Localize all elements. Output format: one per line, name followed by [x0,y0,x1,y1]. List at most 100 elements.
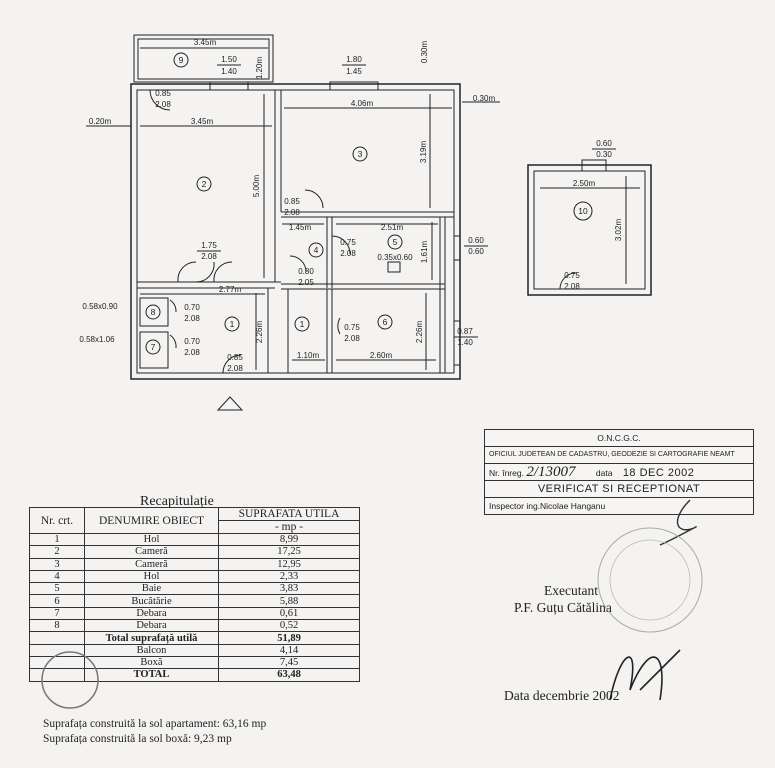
cell-area: 8,99 [218,532,360,547]
boxa-label: Boxă [84,655,219,670]
dim-label: 0.60 [468,247,484,256]
dim-label: 2.08 [340,249,356,258]
dim-label: 2.50m [573,179,596,188]
dim-label: 2.05 [298,278,314,287]
dim-label: 0.30m [420,41,429,64]
dim-label: 1.61m [420,241,429,264]
cell-area: 2,33 [218,569,360,584]
total-util-value: 51,89 [218,631,360,645]
stamp-nr-row: Nr. înreg. 2/13007 data 18 DEC 2002 [485,464,753,481]
dim-label: 3.45m [191,117,214,126]
dim-label: 4.06m [351,99,374,108]
dim-label: 1.10m [297,351,320,360]
executant-date: Data decembrie 2002 [504,688,620,703]
dim-label: 3.19m [419,141,428,164]
cell-nr: 5 [29,582,85,596]
dim-label: 2.08 [564,282,580,291]
dim-label: 0.80 [298,267,314,276]
dim-label: 2.08 [344,334,360,343]
boxa-value: 7,45 [218,655,360,670]
dim-label: 2.08 [184,314,200,323]
dim-label: 2.60m [370,351,393,360]
dim-label: 1.50 [221,55,237,64]
executant-label: Executant [544,583,598,598]
dim-label: 2.08 [284,208,300,217]
cell-name: Debara [84,619,219,633]
dim-label: 0.20m [89,117,112,126]
room-label-1a: 1 [230,319,235,329]
header-name: DENUMIRE OBIECT [84,507,219,534]
total-value: 63,48 [218,668,360,682]
dim-label: 5.00m [252,175,261,198]
recap-title: Recapitulație [140,494,214,509]
room-label-5: 5 [393,237,398,247]
stamp-date-value: 18 DEC 2002 [622,467,695,479]
floor-plan: 9 2 3 4 5 1 1 6 7 8 10 3.45m 1.50 1.40 1… [79,34,652,411]
stamp-office: OFICIUL JUDETEAN DE CADASTRU, GEODEZIE S… [485,447,753,464]
dim-label: 0.30m [473,94,496,103]
stamp-verified: VERIFICAT SI RECEPTIONAT [485,481,753,498]
recap-table: Nr. crt. DENUMIRE OBIECT SUPRAFATA UTILA… [29,507,360,682]
apartment-outer-wall [130,83,461,380]
corner-stamp [41,651,99,709]
dim-label: 0.35x0.60 [377,253,413,262]
balcony-outline [133,34,274,83]
dim-label: 2.77m [219,285,242,294]
dim-label: 2.08 [155,100,171,109]
dim-label: 1.40 [221,67,237,76]
dim-label: 0.58x0.90 [82,302,118,311]
cell-nr: 3 [29,557,85,571]
stamp-nr-label: Nr. înreg. [489,468,524,478]
dim-label: 1.75 [201,241,217,250]
dim-label: 0.85 [155,89,171,98]
dim-label: 0.70 [184,303,200,312]
cell-area: 17,25 [218,545,360,559]
round-stamp [597,527,703,633]
dim-label: 2.51m [381,223,404,232]
inspector-signature [659,499,697,546]
dim-label: 2.26m [255,321,264,344]
dim-label: 2.26m [415,321,424,344]
room-label-7: 7 [151,342,156,352]
dim-label: 1.45m [289,223,312,232]
north-arrow-icon [216,396,244,411]
room-label-6: 6 [383,317,388,327]
balcon-label: Balcon [84,643,219,657]
stamp-nr-value: 2/13007 [526,464,576,480]
stamp-date-label: data [595,468,613,478]
box-outline [527,164,652,296]
dim-label: 0.60 [596,139,612,148]
dim-label: 0.75 [344,323,360,332]
dim-label: 0.58x1.06 [79,335,115,344]
stamp-inspector: Inspector ing.Nicolae Hanganu [489,501,606,511]
dim-label: 1.80 [346,55,362,64]
dim-label: 2.08 [201,252,217,261]
cell-name: Debara [84,606,219,621]
dim-label: 2.08 [184,348,200,357]
dim-label: 0.87 [457,327,473,336]
cell-area: 0,61 [218,606,360,621]
room-label-4: 4 [314,245,319,255]
room-label-10: 10 [578,206,588,216]
executant-name: P.F. Guțu Cătălina [514,600,612,615]
footer-boxa: Suprafața construită la sol boxă: 9,23 m… [43,733,232,745]
room-label-3: 3 [358,149,363,159]
footer-apartment: Suprafața construită la sol apartament: … [43,718,267,730]
header-area: SUPRAFATA UTILA [218,507,360,521]
cell-name: Hol [84,532,219,547]
dim-label: 0.75 [340,238,356,247]
dim-label: 0.85 [227,353,243,362]
balcon-value: 4,14 [218,643,360,657]
dim-label: 1.40 [457,338,473,347]
total-util-label: Total suprafață utilă [84,631,219,645]
